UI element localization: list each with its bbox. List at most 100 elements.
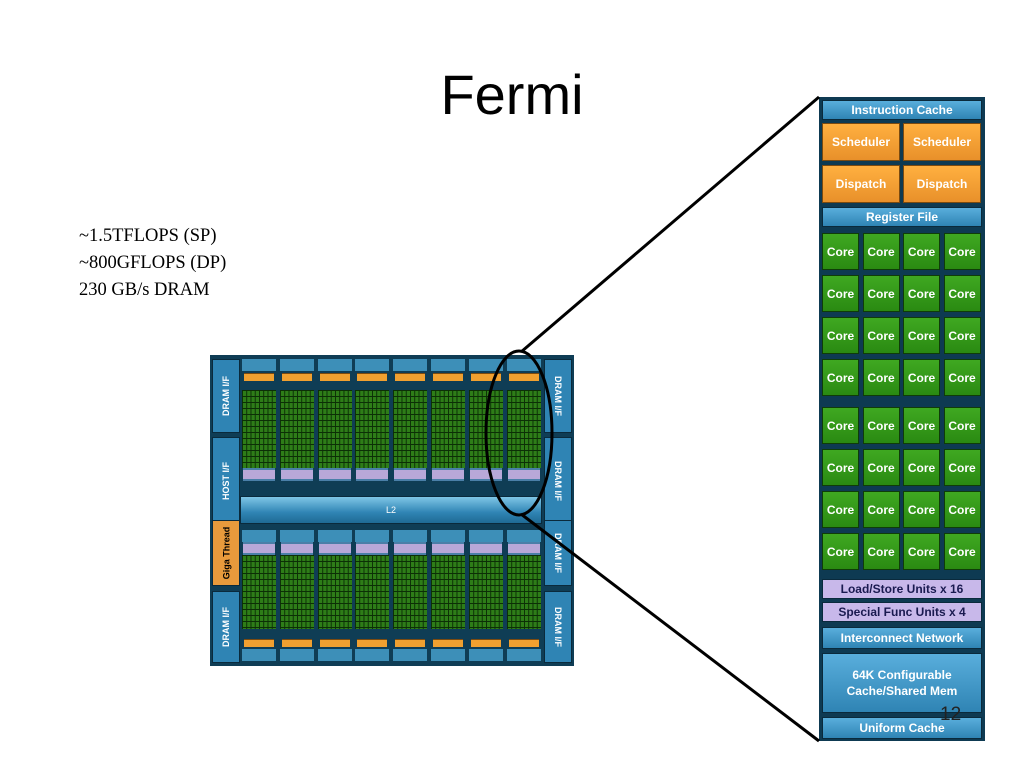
cuda-core: Core (943, 233, 981, 270)
special-func-units-bar: Special Func Units x 4 (822, 602, 982, 622)
scheduler-block-2: Scheduler (903, 123, 981, 161)
cuda-core: Core (903, 491, 940, 528)
chip-sm-mid-cap (355, 530, 390, 542)
sm-highlight-ellipse (484, 349, 554, 517)
chip-sm-scheduler-strip (357, 639, 388, 647)
chip-sm-bottom-cap (317, 649, 352, 661)
chip-sm-scheduler-strip (281, 373, 312, 381)
callout-line-top (520, 95, 820, 354)
chip-sm-core-grid (279, 555, 314, 629)
chip-left-label-host: HOST I/F (212, 437, 240, 525)
cuda-core: Core (862, 359, 900, 396)
cuda-core: Core (822, 407, 859, 444)
chip-sm-unit-strip (280, 468, 313, 481)
chip-sm-unit-strip (243, 542, 275, 555)
chip-sm-scheduler-strip (508, 373, 539, 381)
chip-sm-mid-cap (317, 530, 352, 542)
cuda-core: Core (943, 317, 981, 354)
cuda-core: Core (862, 491, 900, 528)
callout-line-bottom (520, 512, 820, 743)
chip-sm-scheduler-strip (244, 639, 274, 647)
chip-sm-scheduler-strip (395, 639, 426, 647)
load-store-units-bar: Load/Store Units x 16 (822, 579, 982, 599)
chip-sm-core-grid (506, 390, 541, 468)
chip-sm-column (506, 355, 541, 666)
chip-sm-top-cap (468, 359, 503, 371)
chip-sm-scheduler-strip (508, 639, 539, 647)
chip-sm-unit-strip (318, 542, 351, 555)
chip-sm-scheduler-strip (470, 373, 501, 381)
chip-sm-scheduler-strip (433, 639, 463, 647)
chip-sm-bottom-cap (468, 649, 503, 661)
chip-sm-column (242, 355, 276, 666)
cuda-core: Core (903, 359, 940, 396)
cuda-core: Core (903, 533, 940, 570)
stat-dram-bandwidth: 230 GB/s DRAM (79, 280, 210, 300)
chip-sm-core-grid (317, 390, 352, 468)
register-file-bar: Register File (822, 207, 982, 227)
chip-sm-core-grid (506, 555, 541, 629)
chip-sm-mid-cap (431, 530, 465, 542)
cuda-core: Core (943, 359, 981, 396)
chip-sm-column (317, 355, 352, 666)
chip-sm-bottom-cap (242, 649, 276, 661)
chip-sm-unit-strip (280, 542, 313, 555)
chip-sm-core-grid (468, 555, 503, 629)
chip-sm-scheduler-strip (433, 373, 463, 381)
chip-sm-scheduler-strip (244, 373, 274, 381)
chip-sm-mid-cap (393, 530, 428, 542)
cuda-core: Core (862, 449, 900, 486)
chip-sm-mid-cap (506, 530, 541, 542)
cuda-core: Core (903, 233, 940, 270)
shared-memory-block: 64K Configurable Cache/Shared Mem (822, 653, 982, 713)
chip-sm-bottom-cap (506, 649, 541, 661)
chip-sm-column (431, 355, 465, 666)
cuda-core: Core (943, 407, 981, 444)
chip-sm-unit-strip (432, 542, 464, 555)
cuda-core: Core (822, 275, 859, 312)
cuda-core: Core (862, 233, 900, 270)
chip-sm-mid-cap (279, 530, 314, 542)
chip-sm-mid-cap (468, 530, 503, 542)
chip-sm-unit-strip (356, 468, 389, 481)
chip-sm-scheduler-strip (357, 373, 388, 381)
l2-cache-bar: L2 (240, 496, 542, 524)
scheduler-block-1: Scheduler (822, 123, 900, 161)
cuda-core: Core (822, 449, 859, 486)
chip-right-label-dram-3: DRAM I/F (544, 520, 572, 586)
chip-sm-core-grid (355, 390, 390, 468)
interconnect-network-bar: Interconnect Network (822, 627, 982, 649)
chip-left-label-dram-2: DRAM I/F (212, 591, 240, 663)
chip-sm-top-cap (393, 359, 428, 371)
cuda-core: Core (903, 275, 940, 312)
chip-sm-core-grid (317, 555, 352, 629)
chip-sm-unit-strip (432, 468, 464, 481)
stat-sp-flops: ~1.5TFLOPS (SP) (79, 226, 217, 246)
chip-sm-core-grid (431, 555, 465, 629)
dispatch-block-1: Dispatch (822, 165, 900, 203)
chip-sm-core-grid (242, 390, 276, 468)
cuda-core: Core (822, 533, 859, 570)
chip-sm-top-cap (355, 359, 390, 371)
chip-left-label-gigathread: Giga Thread (212, 520, 240, 586)
chip-sm-scheduler-strip (319, 639, 350, 647)
chip-sm-column (355, 355, 390, 666)
chip-sm-top-cap (242, 359, 276, 371)
chip-sm-unit-strip (243, 468, 275, 481)
chip-sm-bottom-cap (355, 649, 390, 661)
cuda-core: Core (862, 533, 900, 570)
cuda-core: Core (903, 449, 940, 486)
cuda-core: Core (943, 449, 981, 486)
chip-sm-core-grid (393, 390, 428, 468)
chip-sm-top-cap (279, 359, 314, 371)
chip-sm-bottom-cap (279, 649, 314, 661)
chip-sm-bottom-cap (393, 649, 428, 661)
chip-sm-unit-strip (507, 468, 540, 481)
l2-label: L2 (385, 505, 396, 515)
cuda-core: Core (862, 275, 900, 312)
uniform-cache-bar: Uniform Cache (822, 717, 982, 739)
chip-sm-scheduler-strip (395, 373, 426, 381)
chip-sm-unit-strip (394, 468, 427, 481)
chip-sm-unit-strip (394, 542, 427, 555)
